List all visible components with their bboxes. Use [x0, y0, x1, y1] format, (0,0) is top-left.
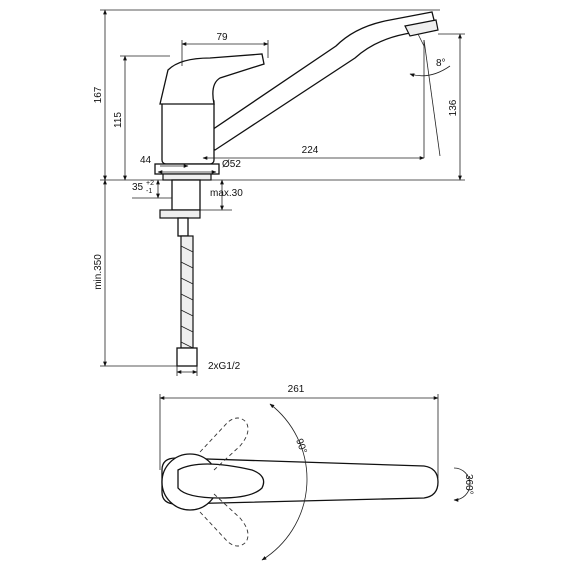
dim-spout-height: 136: [448, 99, 459, 116]
dim-base-offset: 44: [140, 155, 152, 166]
dim-handle-height: 115: [113, 112, 124, 128]
dim-spout-angle: 8°: [436, 58, 446, 69]
dim-handle-rotation: 90°: [293, 437, 309, 455]
hose-connector: [176, 347, 198, 367]
dim-handle-length: 79: [216, 32, 228, 43]
dim-hose-length: min.350: [93, 254, 104, 290]
dim-connection: 2xG1/2: [208, 361, 241, 372]
dim-max-thickness: max.30: [210, 188, 243, 199]
dim-shank-length: 35: [132, 182, 144, 193]
shank: [171, 179, 201, 211]
dim-spout-rotation: 360°: [463, 474, 474, 495]
handle-rotated-down: [199, 493, 249, 547]
aerator: [404, 19, 439, 37]
fixing-nut: [159, 209, 201, 219]
tap-base: [154, 163, 220, 175]
dim-shank-tol-plus: +2: [146, 180, 154, 187]
spout: [198, 11, 437, 151]
dim-total-height: 167: [93, 86, 104, 103]
dim-spout-reach: 224: [302, 145, 319, 156]
tap-body: [161, 97, 215, 165]
dim-shank-tol-minus: -1: [146, 188, 152, 195]
dim-total-length: 261: [288, 384, 305, 395]
dim-base-diameter: Ø52: [222, 159, 241, 170]
lever-handle: [159, 53, 265, 105]
handle-rotated-up: [199, 417, 249, 471]
lever-top-view: [177, 463, 265, 499]
